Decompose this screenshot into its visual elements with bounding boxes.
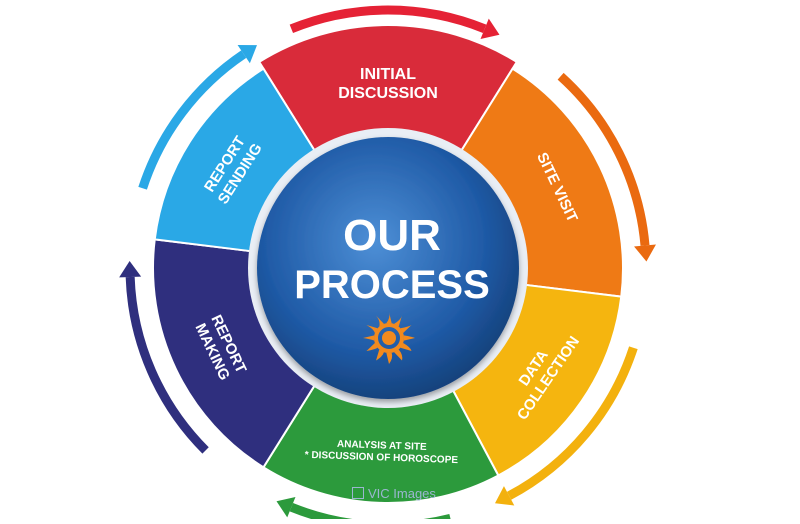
flow-arrow-shaft (507, 346, 638, 500)
flow-arrow (494, 346, 638, 506)
flow-arrow-head-icon (480, 18, 500, 39)
flow-arrow (119, 261, 209, 454)
segment-analysis: ANALYSIS AT SITE* DISCUSSION OF HOROSCOP… (262, 383, 500, 504)
flow-arrow-head-icon (634, 244, 656, 262)
center-hub: OUR PROCESS (248, 128, 528, 408)
flow-arrow-shaft (289, 5, 487, 33)
segment-report-sending: REPORTSENDING (153, 67, 317, 253)
segment-initial-discussion-label: INITIAL DISCUSSION (338, 66, 438, 102)
watermark: VIC Images (352, 486, 436, 501)
flow-arrow (557, 72, 656, 262)
image-icon (352, 487, 364, 499)
flow-arrow-head-icon (494, 486, 515, 506)
flow-arrow-head-icon (237, 44, 257, 64)
center-title-line2: PROCESS (294, 263, 490, 307)
segment-initial-discussion-label-line: INITIAL (360, 66, 416, 83)
flow-arrow-head-icon (276, 497, 296, 518)
flow-arrow (289, 5, 500, 39)
flow-arrow-shaft (289, 503, 452, 524)
segment-initial-discussion-label-line: DISCUSSION (338, 85, 438, 102)
flow-arrow-shaft (557, 72, 650, 246)
segment-analysis-label-line: * DISCUSSION OF HOROSCOPE (305, 450, 459, 466)
segment-analysis-label-line: ANALYSIS AT SITE (337, 439, 427, 453)
center-title-line1: OUR (343, 211, 441, 260)
segment-report-making: REPORTMAKING (152, 238, 317, 469)
sun-logo-icon (363, 312, 415, 364)
segment-initial-discussion: INITIAL DISCUSSION (257, 24, 519, 153)
segment-site-visit: SITE VISIT (459, 67, 624, 298)
flow-arrow-shaft (125, 276, 209, 454)
flow-arrow (138, 44, 257, 190)
flow-arrow-head-icon (119, 261, 142, 278)
center-disc (257, 137, 519, 399)
flow-arrow-shaft (138, 50, 247, 190)
segment-analysis-label: ANALYSIS AT SITE* DISCUSSION OF HOROSCOP… (305, 438, 459, 466)
